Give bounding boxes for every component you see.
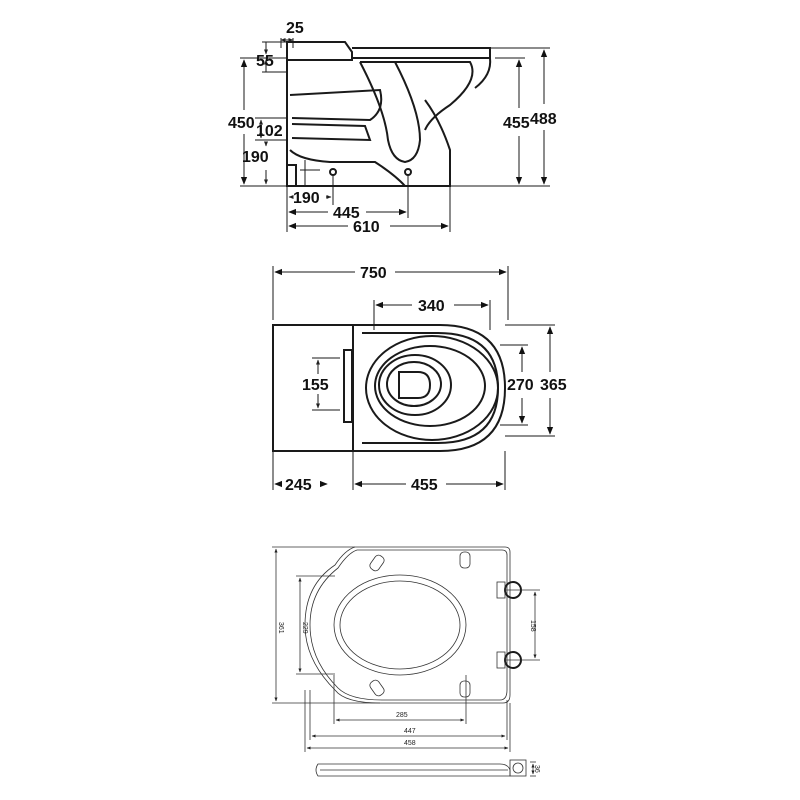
dimension-seat-opening-length: 340 bbox=[373, 298, 491, 330]
toilet-plan-outline bbox=[272, 324, 507, 452]
dim-label-hinge-spacing: 158 bbox=[529, 620, 536, 632]
dim-label-top-gap: 25 bbox=[286, 20, 304, 37]
toilet-side-profile bbox=[286, 41, 492, 187]
dim-label-outlet-center: 190 bbox=[293, 190, 320, 207]
dimension-bowl-outer-width: 365 bbox=[505, 324, 567, 437]
seat-plan-outline bbox=[304, 546, 522, 704]
dimension-seat-overall-length: 458 bbox=[304, 690, 511, 752]
side-view: 25 55 450 102 bbox=[228, 20, 557, 236]
dimension-hinge-spacing: 158 bbox=[522, 589, 540, 661]
dimension-bowl-depth: 455 bbox=[354, 451, 506, 494]
dimension-total-height-left: 450 bbox=[228, 57, 287, 187]
dimension-top-gap: 25 bbox=[280, 20, 304, 48]
dimension-outlet-offset: 102 bbox=[255, 117, 287, 141]
dim-label-seat-inner-length: 285 bbox=[396, 712, 408, 719]
dim-label-overall-depth: 610 bbox=[353, 219, 380, 236]
dimension-cistern-drop: 55 bbox=[256, 41, 287, 73]
dim-label-total-height-left: 450 bbox=[228, 115, 255, 132]
dimension-rim-height: 455 bbox=[450, 57, 550, 187]
dim-label-seat-mid-length: 447 bbox=[404, 728, 416, 735]
dimension-outlet-height: 190 bbox=[242, 141, 269, 185]
dim-label-bowl-outer-width: 365 bbox=[540, 377, 567, 394]
dim-label-outlet-offset: 102 bbox=[256, 123, 283, 140]
dimension-seat-mid-length: 447 bbox=[309, 690, 508, 740]
dim-label-seat-outer-width: 361 bbox=[277, 622, 284, 634]
dimension-seat-height: 488 bbox=[490, 47, 557, 185]
dim-label-seat-overall-length: 458 bbox=[404, 740, 416, 747]
dimension-seat-outer-width: 361 bbox=[272, 546, 380, 704]
dimension-bowl-inner-width: 270 bbox=[500, 344, 534, 426]
dimension-seat-inner-length: 285 bbox=[333, 675, 467, 724]
dim-label-overall-length: 750 bbox=[360, 265, 387, 282]
dimension-seat-inner-width: 229 bbox=[296, 575, 335, 675]
dim-label-seat-thickness: 36 bbox=[533, 765, 540, 773]
dim-label-tank-depth: 245 bbox=[285, 477, 312, 494]
dim-label-seat-opening-length: 340 bbox=[418, 298, 445, 315]
dimension-tank-width: 155 bbox=[302, 357, 340, 411]
dim-label-bowl-depth: 455 bbox=[411, 477, 438, 494]
seat-view: 229 361 158 285 447 bbox=[272, 546, 540, 777]
dim-label-bowl-inner-width: 270 bbox=[507, 377, 534, 394]
dimension-tank-depth: 245 bbox=[272, 451, 354, 494]
dim-label-fixing-dist: 445 bbox=[333, 205, 360, 222]
seat-side-profile: 36 bbox=[315, 759, 540, 777]
dim-label-seat-inner-width: 229 bbox=[301, 622, 308, 634]
dimension-outlet-center: 190 bbox=[286, 175, 334, 232]
dim-label-rim-height: 455 bbox=[503, 115, 530, 132]
dimension-fixing-dist: 445 bbox=[288, 175, 409, 222]
plan-view: 750 340 155 270 bbox=[272, 265, 567, 494]
dim-label-tank-width: 155 bbox=[302, 377, 329, 394]
dim-label-seat-height: 488 bbox=[530, 111, 557, 128]
dimension-overall-depth: 610 bbox=[288, 186, 451, 236]
dim-label-cistern-drop: 55 bbox=[256, 53, 274, 70]
dim-label-outlet-height: 190 bbox=[242, 149, 269, 166]
dimension-overall-length: 750 bbox=[272, 265, 509, 320]
